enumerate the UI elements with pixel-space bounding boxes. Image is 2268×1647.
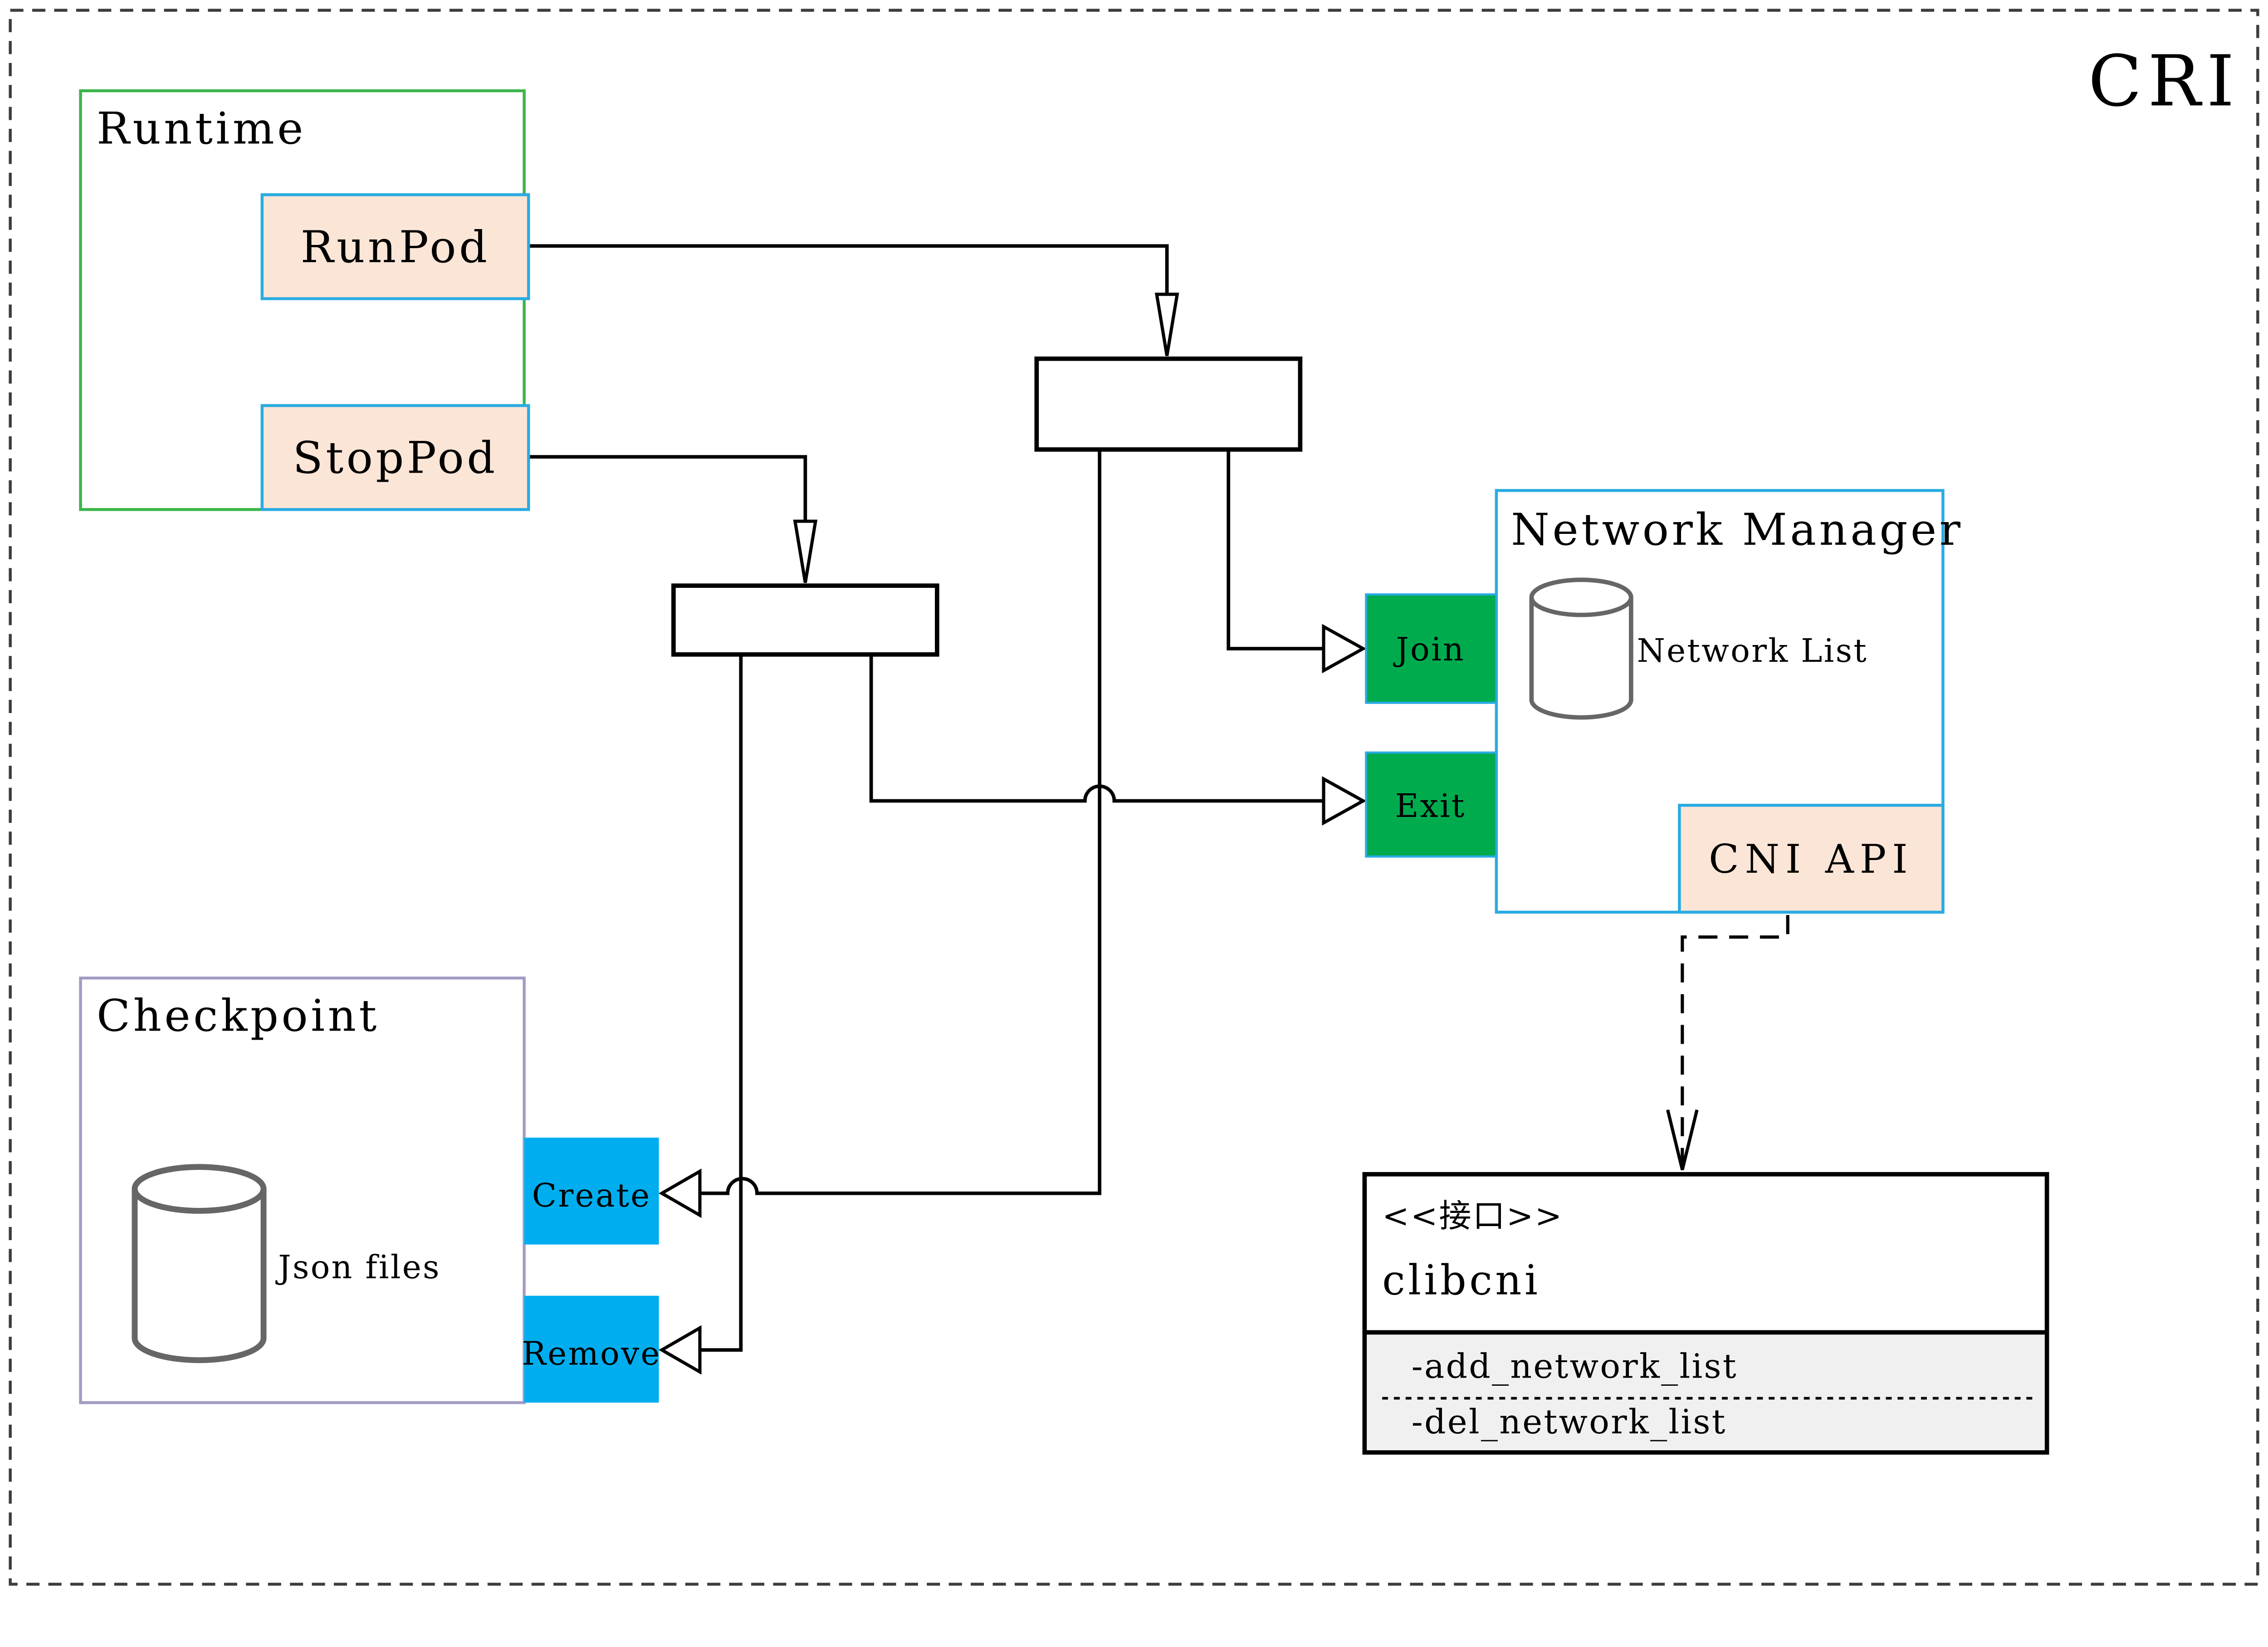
- network-manager-label: Network Manager: [1511, 504, 1963, 555]
- clibcni-methods-section: [1367, 1334, 2044, 1450]
- dependency-arrowhead-icon: [1666, 1109, 1699, 1170]
- diagram-page: CRI Runtime RunPod StopPod Checkpoint Js…: [9, 9, 2259, 1586]
- remove-connector: [701, 654, 743, 1352]
- clibcni-stereotype: <<接口>>: [1382, 1197, 1563, 1235]
- exit-box: [1365, 751, 1498, 858]
- runpod-connector: [528, 244, 1169, 293]
- arrowhead-right-icon: [1322, 776, 1367, 826]
- create-connector: [701, 449, 1102, 1195]
- cni-dependency-connector: [1681, 915, 1789, 1167]
- create-label: Create: [532, 1177, 651, 1214]
- network-list-label: Network List: [1637, 632, 1868, 670]
- join-label: Join: [1393, 630, 1465, 668]
- page-dashed-border: [9, 9, 2259, 1586]
- runpod-label: RunPod: [301, 221, 490, 273]
- runtime-label: Runtime: [97, 103, 306, 154]
- cni-api-label: CNI API: [1709, 836, 1913, 882]
- stoppod-connector: [528, 455, 807, 520]
- cri-title: CRI: [2088, 40, 2240, 122]
- join-connector: [1227, 449, 1322, 650]
- arrowhead-right-icon: [1322, 624, 1367, 674]
- remove-label: Remove: [522, 1334, 661, 1372]
- arrowhead-down-icon: [793, 519, 818, 583]
- junction-bar-top: [1034, 356, 1303, 452]
- stoppod-label: StopPod: [293, 432, 498, 484]
- json-files-label: Json files: [275, 1248, 440, 1286]
- arrowhead-left-icon: [658, 1325, 702, 1375]
- junction-bar-middle: [671, 583, 939, 657]
- json-files-cylinder-icon: [132, 1164, 267, 1364]
- clibcni-name: clibcni: [1382, 1256, 1540, 1304]
- exit-label: Exit: [1395, 787, 1466, 825]
- clibcni-method-del: -del_network_list: [1412, 1402, 1727, 1442]
- arrowhead-down-icon: [1154, 293, 1179, 356]
- remove-box: [524, 1295, 659, 1403]
- clibcni-box: <<接口>> clibcni -add_network_list -del_ne…: [1362, 1172, 2049, 1455]
- join-box: [1365, 593, 1498, 704]
- clibcni-method-add: -add_network_list: [1412, 1346, 1738, 1386]
- cni-api-box: [1678, 804, 1945, 914]
- exit-connector: [869, 654, 1322, 803]
- checkpoint-label: Checkpoint: [97, 990, 380, 1041]
- arrowhead-left-icon: [658, 1168, 702, 1218]
- network-list-cylinder-icon: [1529, 577, 1633, 720]
- stoppod-box: [260, 404, 530, 511]
- create-box: [524, 1138, 659, 1245]
- runpod-box: [260, 193, 530, 300]
